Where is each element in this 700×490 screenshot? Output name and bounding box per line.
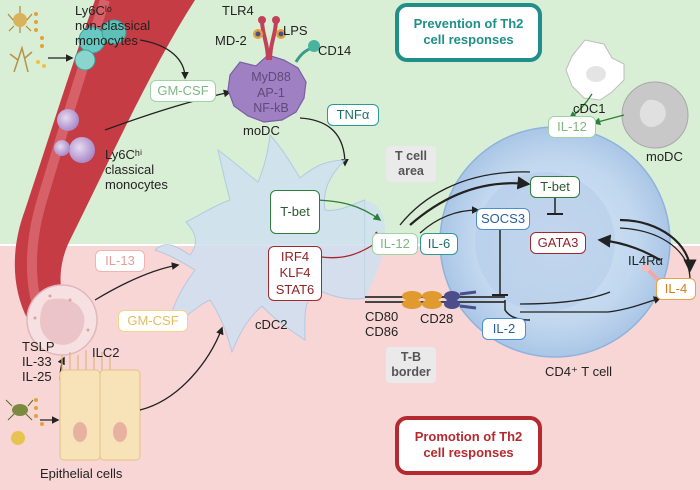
ly6chi-label: Ly6Cʰⁱ classical monocytes [105, 147, 168, 192]
modc-left-label: moDC [243, 123, 280, 138]
myd88-pathway: MyD88 AP-1 NF-kB [251, 70, 291, 116]
ilc2-label: ILC2 [92, 345, 120, 360]
irf4-klf4-stat6-box: IRF4 KLF4 STAT6 [268, 246, 322, 301]
tbet-t-box: T-bet [530, 176, 580, 198]
t-b-border-label: T-B border [386, 347, 436, 383]
cd80-cd28-interaction [365, 290, 505, 310]
allergen-bottom-icon [5, 398, 44, 445]
tbet-dc-box: T-bet [270, 190, 320, 234]
il12-mid-box: IL-12 [372, 233, 418, 255]
tnfa-box: TNFα [327, 104, 379, 126]
lps-label: LPS [283, 23, 308, 38]
md2-label: MD-2 [215, 33, 247, 48]
il4ra-label: IL4Rα [628, 253, 663, 268]
epithelial-label: Epithelial cells [40, 466, 123, 481]
gata3-box: GATA3 [530, 232, 586, 254]
gmcsf-bottom-box: GM-CSF [118, 310, 188, 332]
tlr4-label: TLR4 [222, 3, 254, 18]
epithelial-cells [59, 350, 141, 461]
il2-box: IL-2 [482, 318, 526, 340]
il12-top-box: IL-12 [548, 116, 596, 138]
socs3-box: SOCS3 [476, 208, 530, 230]
modc-right-label: moDC [646, 149, 683, 164]
t-cell-area-label: T cell area [386, 146, 436, 182]
cd4-t-cell-label: CD4⁺ T cell [545, 364, 613, 379]
cd80-cd86-label: CD80 CD86 [365, 309, 399, 339]
modc-left-cell [227, 54, 307, 123]
prevention-title: Prevention of Th2 cell responses [400, 10, 537, 55]
cd14-receptor-icon [294, 40, 320, 63]
allergen-icon [7, 6, 46, 73]
il4-box: IL-4 [656, 278, 696, 300]
ly6chi-monocytes [54, 109, 95, 163]
ly6clo-monocytes [74, 19, 127, 71]
cdc2-label: cDC2 [255, 317, 288, 332]
promotion-title: Promotion of Th2 cell responses [400, 423, 537, 468]
il6-box: IL-6 [420, 233, 458, 255]
blood-vessel [14, 0, 195, 320]
tlr4-receptor-icon [253, 16, 286, 61]
tslp-il33-il25-label: TSLP IL-33 IL-25 [22, 339, 55, 384]
cd14-label: CD14 [318, 43, 352, 58]
il13-box: IL-13 [95, 250, 145, 272]
cdc1-label: cDC1 [573, 101, 606, 116]
gmcsf-top-box: GM-CSF [150, 80, 216, 102]
ly6clo-label: Ly6Cˡᵒ non-classical monocytes [75, 3, 151, 48]
cd28-label: CD28 [420, 311, 454, 326]
